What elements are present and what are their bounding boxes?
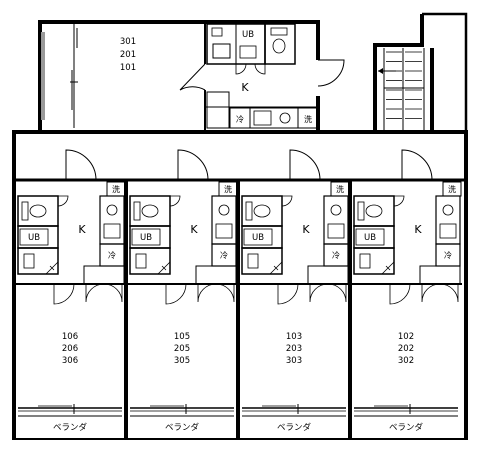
room-number: 206 (62, 344, 78, 354)
bath-label: UB (252, 233, 264, 243)
unit-0: 洗 UB K 冷 106 206 306 ベランダ (14, 149, 128, 440)
units: 洗 UB K 冷 106 206 306 ベランダ 洗 UB K 冷 105 205 305 ベランダ 洗 UB K… (14, 149, 462, 440)
top-fridge-label: 冷 (236, 114, 244, 124)
kitchen-label: K (190, 223, 198, 236)
bath-label: UB (364, 233, 376, 243)
balcony-label: ベランダ (53, 422, 88, 433)
balcony-label: ベランダ (389, 422, 424, 433)
kitchen-label: K (78, 223, 86, 236)
top-unit: 301 201 101 UB K 冷 洗 (38, 20, 345, 132)
staircase (373, 12, 468, 132)
kitchen-label: K (414, 223, 422, 236)
room-number: 103 (286, 332, 302, 342)
washer-label: 洗 (336, 184, 344, 194)
room-number: 303 (286, 356, 302, 366)
room-number: 203 (286, 344, 302, 354)
top-room-number: 301 (120, 37, 136, 47)
top-bath-label: UB (242, 30, 254, 40)
unit-1: 洗 UB K 冷 105 205 305 ベランダ (126, 149, 240, 440)
top-washer-label: 洗 (304, 114, 312, 124)
unit-3: 洗 UB K 冷 102 202 302 ベランダ (350, 149, 462, 433)
kitchen-label: K (302, 223, 310, 236)
room-number: 306 (62, 356, 78, 366)
top-room-number: 101 (120, 63, 136, 73)
washer-label: 洗 (224, 184, 232, 194)
fridge-label: 冷 (220, 250, 228, 260)
unit-2: 洗 UB K 冷 103 203 303 ベランダ (238, 149, 352, 440)
top-room-number: 201 (120, 50, 136, 60)
room-number: 202 (398, 344, 414, 354)
balcony-label: ベランダ (165, 422, 200, 433)
room-number: 205 (174, 344, 190, 354)
balcony-label: ベランダ (277, 422, 312, 433)
washer-label: 洗 (112, 184, 120, 194)
bath-label: UB (28, 233, 40, 243)
fridge-label: 冷 (332, 250, 340, 260)
room-number: 305 (174, 356, 190, 366)
room-number: 302 (398, 356, 414, 366)
top-kitchen-label: K (241, 81, 249, 94)
fridge-label: 冷 (108, 250, 116, 260)
room-number: 105 (174, 332, 190, 342)
washer-label: 洗 (448, 184, 456, 194)
bath-label: UB (140, 233, 152, 243)
room-number: 102 (398, 332, 414, 342)
fridge-label: 冷 (444, 250, 452, 260)
room-number: 106 (62, 332, 78, 342)
